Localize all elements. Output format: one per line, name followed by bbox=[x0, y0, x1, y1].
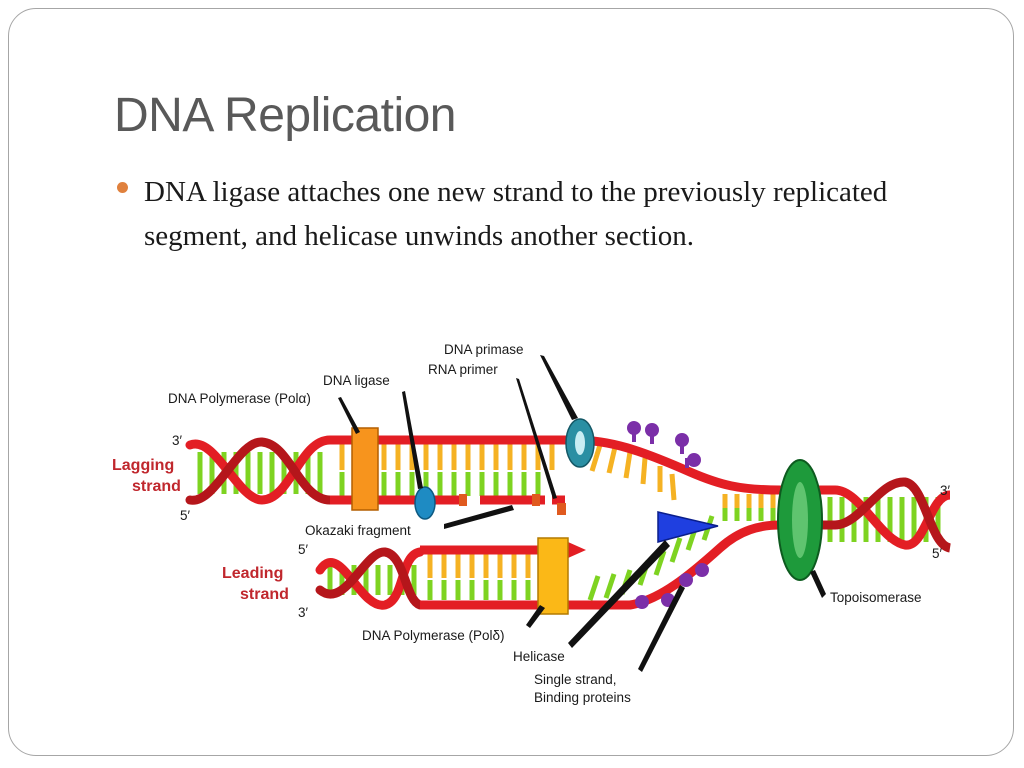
okazaki-gap-marker-3 bbox=[557, 503, 566, 515]
base-pair bbox=[623, 451, 633, 479]
pol-delta-label: DNA Polymerase (Polδ) bbox=[362, 628, 505, 643]
dna-ligase-icon bbox=[414, 486, 436, 520]
base-pair bbox=[603, 573, 617, 599]
lagging-template-backbone bbox=[330, 435, 781, 495]
parent-duplex-bottom bbox=[780, 477, 952, 553]
lagging-strand-label-line1: Lagging bbox=[112, 457, 174, 474]
helicase-label: Helicase bbox=[513, 649, 565, 664]
okazaki-fragment-label: Okazaki fragment bbox=[305, 523, 411, 538]
dna-polymerase-delta-icon bbox=[537, 537, 569, 615]
dna-primase-label: DNA primase bbox=[444, 342, 524, 357]
rna-primer-label: RNA primer bbox=[428, 362, 498, 377]
lagging-helix bbox=[185, 435, 335, 505]
leading-helix bbox=[315, 547, 425, 610]
bullet-icon bbox=[117, 182, 128, 193]
leading-direction-arrow bbox=[568, 542, 586, 558]
parent-duplex-top bbox=[780, 485, 952, 550]
okazaki-gap-marker-1 bbox=[459, 494, 467, 506]
topoisomerase-highlight bbox=[792, 482, 808, 558]
ssb-label-line1: Single strand, bbox=[534, 672, 617, 687]
lagging-strand-label-line2: strand bbox=[132, 478, 181, 495]
topoisomerase-label: Topoisomerase bbox=[830, 590, 922, 605]
lagging-5prime: 5′ bbox=[180, 508, 191, 523]
leading-3prime: 3′ bbox=[298, 605, 309, 620]
base-pair bbox=[640, 457, 648, 485]
pol-alpha-label: DNA Polymerase (Polα) bbox=[168, 391, 311, 406]
ssb-label-line2: Binding proteins bbox=[534, 690, 631, 705]
label-pointers bbox=[338, 355, 826, 672]
base-pair bbox=[606, 446, 618, 474]
base-pair bbox=[587, 575, 601, 601]
leading-5prime: 5′ bbox=[298, 542, 309, 557]
slide-title: DNA Replication bbox=[114, 89, 457, 142]
okazaki-gap-marker-2 bbox=[532, 494, 540, 506]
dna-ligase-label: DNA ligase bbox=[323, 373, 390, 388]
bullet-text: DNA ligase attaches one new strand to th… bbox=[144, 176, 888, 252]
right-3prime: 3′ bbox=[940, 483, 951, 498]
slide-frame bbox=[8, 8, 1014, 756]
leading-strand-label-line1: Leading bbox=[222, 565, 283, 582]
base-pair bbox=[669, 537, 683, 563]
base-pair bbox=[653, 550, 667, 576]
helicase-icon bbox=[657, 511, 719, 543]
right-5prime: 5′ bbox=[932, 546, 943, 561]
lagging-3prime: 3′ bbox=[172, 433, 183, 448]
dna-polymerase-alpha-icon bbox=[351, 427, 379, 511]
leading-strand-label-line2: strand bbox=[240, 586, 289, 603]
primase-highlight bbox=[575, 431, 585, 455]
base-pair bbox=[589, 444, 603, 472]
ssb-proteins-top bbox=[627, 421, 701, 468]
base-pair bbox=[669, 473, 677, 501]
